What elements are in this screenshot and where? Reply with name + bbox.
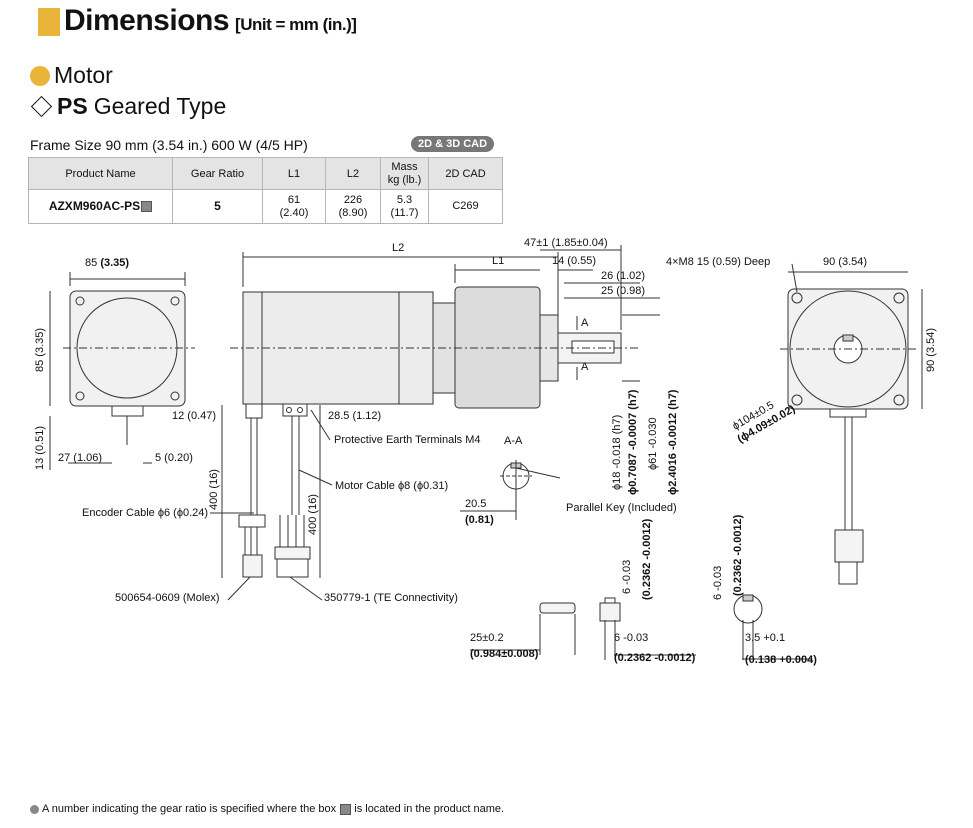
- dim-27: 27 (1.06): [58, 452, 102, 464]
- dim-cable-400b: 400 (16): [307, 494, 319, 535]
- gear-ratio-box-icon: [340, 803, 352, 815]
- label-bolt: 4×M8 15 (0.59) Deep: [666, 256, 770, 268]
- dim-28-5: 28.5 (1.12): [328, 410, 381, 422]
- label-molex: 500654-0609 (Molex): [115, 592, 220, 604]
- section-title: A-A: [504, 435, 523, 447]
- dim-side-height: 90 (3.54): [925, 328, 937, 372]
- dim-shaft-61: ϕ61 -0.030: [647, 417, 659, 470]
- front-view: [49, 272, 195, 470]
- label-te: 350779-1 (TE Connectivity): [324, 592, 458, 604]
- dim-key-6c-in: (0.2362 -0.0012): [732, 514, 744, 596]
- dim-14: 14 (0.55): [552, 255, 596, 267]
- cables: [221, 405, 321, 578]
- dim-key-6a: 6 -0.03: [621, 560, 633, 594]
- bullet-circle-icon: [30, 65, 50, 86]
- dim-20-5: 20.5: [465, 498, 486, 510]
- dim-26: 26 (1.02): [601, 270, 645, 282]
- cad-badge[interactable]: 2D & 3D CAD: [411, 136, 495, 152]
- dim-25: 25 (0.98): [601, 285, 645, 297]
- label-encoder-cable: Encoder Cable ϕ6 (ϕ0.24): [82, 507, 208, 519]
- motor-body: [230, 245, 660, 419]
- dim-12: 12 (0.47): [172, 410, 216, 422]
- title-marker: [38, 8, 60, 36]
- section-mark-a-bottom: A: [581, 361, 589, 373]
- side-view: [780, 271, 923, 585]
- footnote: A number indicating the gear ratio is sp…: [30, 803, 504, 815]
- key-details: [470, 594, 812, 660]
- col-l1: L1: [262, 157, 326, 190]
- dim-13: 13 (0.51): [34, 426, 46, 470]
- dim-20-5-in: (0.81): [465, 514, 494, 526]
- col-product-name: Product Name: [28, 157, 173, 190]
- dim-key-3-5-in: (0.138 +0.004): [745, 654, 817, 666]
- motor-heading: Motor: [30, 62, 113, 89]
- dim-front-width: 85 (3.35): [85, 257, 129, 269]
- dim-key-6c: 6 -0.03: [712, 566, 724, 600]
- dim-front-height: 85 (3.35): [34, 328, 46, 372]
- dim-key-6b-in: (0.2362 -0.0012): [614, 652, 696, 664]
- label-motor-cable: Motor Cable ϕ8 (ϕ0.31): [335, 480, 448, 492]
- dim-l2: L2: [392, 242, 404, 254]
- dim-key-6b: 6 -0.03: [614, 632, 648, 644]
- bullet-dot-icon: [30, 804, 39, 814]
- unit-label: [Unit = mm (in.)]: [235, 15, 357, 34]
- l1-cell: 61(2.40): [262, 189, 326, 224]
- dim-key-25: 25±0.2: [470, 632, 504, 644]
- gear-ratio-box-icon: [141, 201, 153, 213]
- col-l2: L2: [325, 157, 381, 190]
- label-pe-terminals: Protective Earth Terminals M4: [334, 434, 481, 446]
- dim-side-width: 90 (3.54): [823, 256, 867, 268]
- mass-cell: 5.3(11.7): [380, 189, 429, 224]
- dim-key-3-5: 3.5 +0.1: [745, 632, 785, 644]
- gear-ratio-cell: 5: [172, 189, 263, 224]
- table-row: AZXM960AC-PS 5 61(2.40) 226(8.90) 5.3(11…: [28, 189, 503, 224]
- col-gear-ratio: Gear Ratio: [172, 157, 263, 190]
- dim-5: 5 (0.20): [155, 452, 193, 464]
- label-parallel-key: Parallel Key (Included): [566, 502, 677, 514]
- section-mark-a-top: A: [581, 317, 589, 329]
- cad-cell[interactable]: C269: [428, 189, 503, 224]
- dim-shaft-18: ϕ18 -0.018 (h7): [611, 415, 623, 490]
- dim-cable-400a: 400 (16): [208, 469, 220, 510]
- dim-l1: L1: [492, 255, 504, 267]
- dim-shaft-2-4016: ϕ2.4016 -0.0012 (h7): [667, 389, 679, 495]
- dim-47: 47±1 (1.85±0.04): [524, 237, 608, 249]
- dim-shaft-0-7087: ϕ0.7087 -0.0007 (h7): [627, 389, 639, 495]
- l2-cell: 226(8.90): [325, 189, 381, 224]
- dim-key-6a-in: (0.2362 -0.0012): [641, 518, 653, 600]
- product-name-cell: AZXM960AC-PS: [28, 189, 173, 224]
- dim-key-25-in: (0.984±0.008): [470, 648, 539, 660]
- frame-size: Frame Size 90 mm (3.54 in.) 600 W (4/5 H…: [30, 137, 308, 153]
- page-title: Dimensions[Unit = mm (in.)]: [64, 4, 357, 37]
